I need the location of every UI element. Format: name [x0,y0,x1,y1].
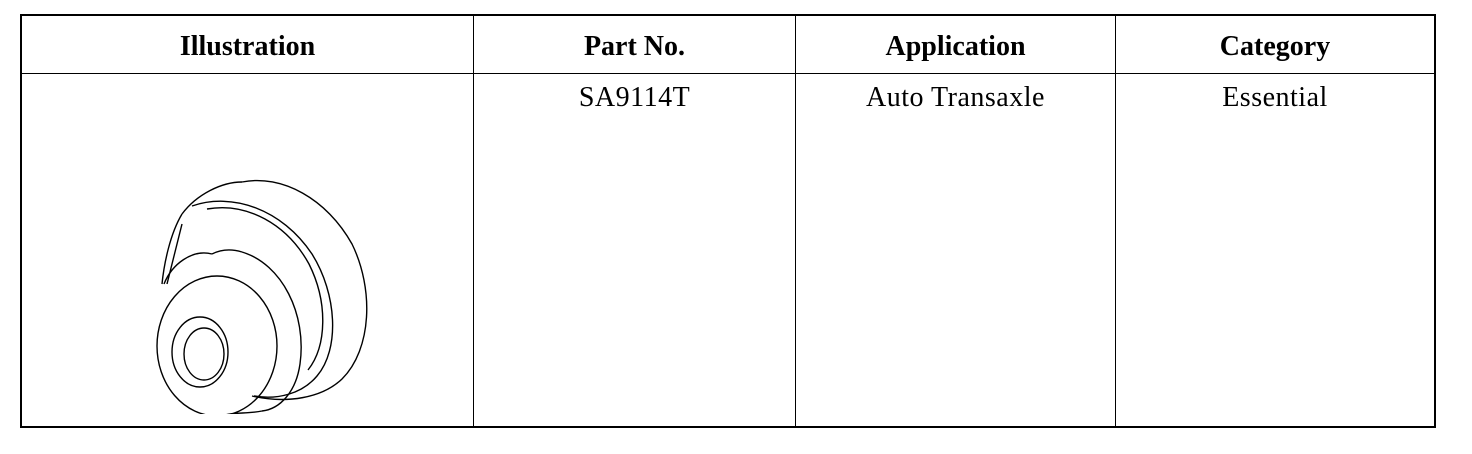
header-illustration: Illustration [22,16,474,74]
illustration-cell [22,74,474,426]
header-application: Application [796,16,1116,74]
category-cell: Essential [1222,82,1328,113]
tool-table: Illustration Part No. Application Catego… [20,14,1436,428]
application-cell: Auto Transaxle [796,74,1116,426]
header-category: Category [1116,16,1434,74]
bushing-drawing-icon [156,179,368,414]
header-part-no: Part No. [474,16,796,74]
part-no-cell: SA9114T [474,74,796,426]
